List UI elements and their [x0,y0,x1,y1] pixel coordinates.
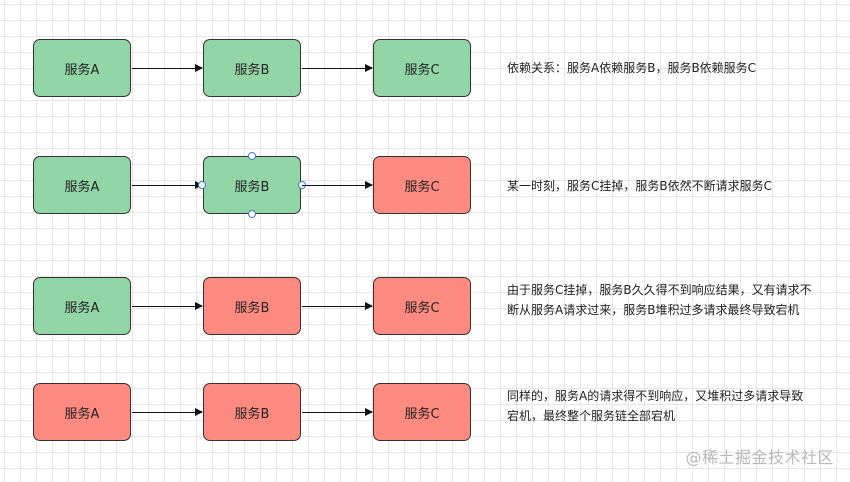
service-a-node[interactable]: 服务A [33,156,131,214]
resize-handle-left[interactable] [198,181,206,189]
node-label: 服务A [64,300,100,316]
service-b-node[interactable]: 服务B [203,39,301,97]
dependency-arrow [302,302,373,310]
row-note: 同样的，服务A的请求得不到响应，又堆积过多请求导致 宕机，最终整个服务链全部宕机 [507,389,804,423]
row-note: 某一时刻，服务C挂掉，服务B依然不断请求服务C [507,179,772,193]
dependency-arrow [132,181,203,189]
node-label: 服务A [64,62,100,78]
node-label: 服务B [234,406,270,422]
service-c-node[interactable]: 服务C [373,156,471,214]
service-a-node[interactable]: 服务A [33,277,131,335]
service-b-node[interactable]: 服务B [203,277,301,335]
service-b-node-selected[interactable]: 服务B [203,156,301,214]
node-label: 服务B [234,179,270,195]
node-label: 服务B [234,300,270,316]
dependency-arrow [132,302,203,310]
service-a-node[interactable]: 服务A [33,383,131,441]
resize-handle-bottom[interactable] [248,210,256,218]
dependency-arrow [302,181,373,189]
watermark-text: @稀土掘金技术社区 [685,448,834,467]
node-label: 服务A [64,179,100,195]
dependency-arrow [302,64,373,72]
node-label: 服务C [404,179,440,195]
row-note: 由于服务C挂掉，服务B久久得不到响应结果，又有请求不 断从服务A请求过来，服务B… [507,283,812,317]
row-note: 依赖关系：服务A依赖服务B，服务B依赖服务C [507,61,757,75]
service-c-node[interactable]: 服务C [373,383,471,441]
node-label: 服务A [64,406,100,422]
service-b-node[interactable]: 服务B [203,383,301,441]
node-label: 服务C [404,62,440,78]
resize-handle-top[interactable] [248,152,256,160]
dependency-arrow [302,408,373,416]
node-label: 服务B [234,62,270,78]
dependency-arrow [132,64,203,72]
dependency-arrow [132,408,203,416]
node-label: 服务C [404,300,440,316]
service-a-node[interactable]: 服务A [33,39,131,97]
service-c-node[interactable]: 服务C [373,39,471,97]
node-label: 服务C [404,406,440,422]
service-c-node[interactable]: 服务C [373,277,471,335]
